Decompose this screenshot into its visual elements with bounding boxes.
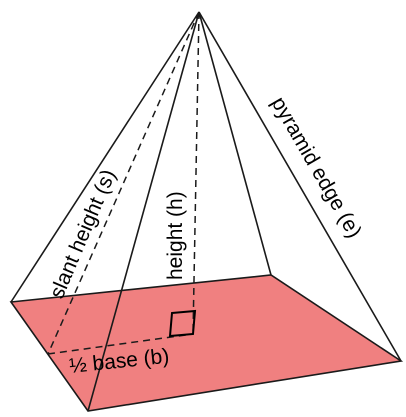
edge-back-right [198, 11, 272, 276]
height-line [192, 11, 200, 335]
slant-height-label: slant height (s) [45, 166, 120, 302]
pyramid-edge-label: pyramid edge (e) [267, 93, 366, 242]
edge-right [198, 11, 402, 362]
right-angle-marker [168, 309, 197, 338]
height-label: height (h) [164, 191, 187, 280]
edge-back-left [10, 11, 200, 303]
edge-front [87, 11, 200, 412]
half-base-line [47, 333, 194, 355]
slant-height-line [47, 11, 200, 355]
base-face [9, 274, 404, 412]
